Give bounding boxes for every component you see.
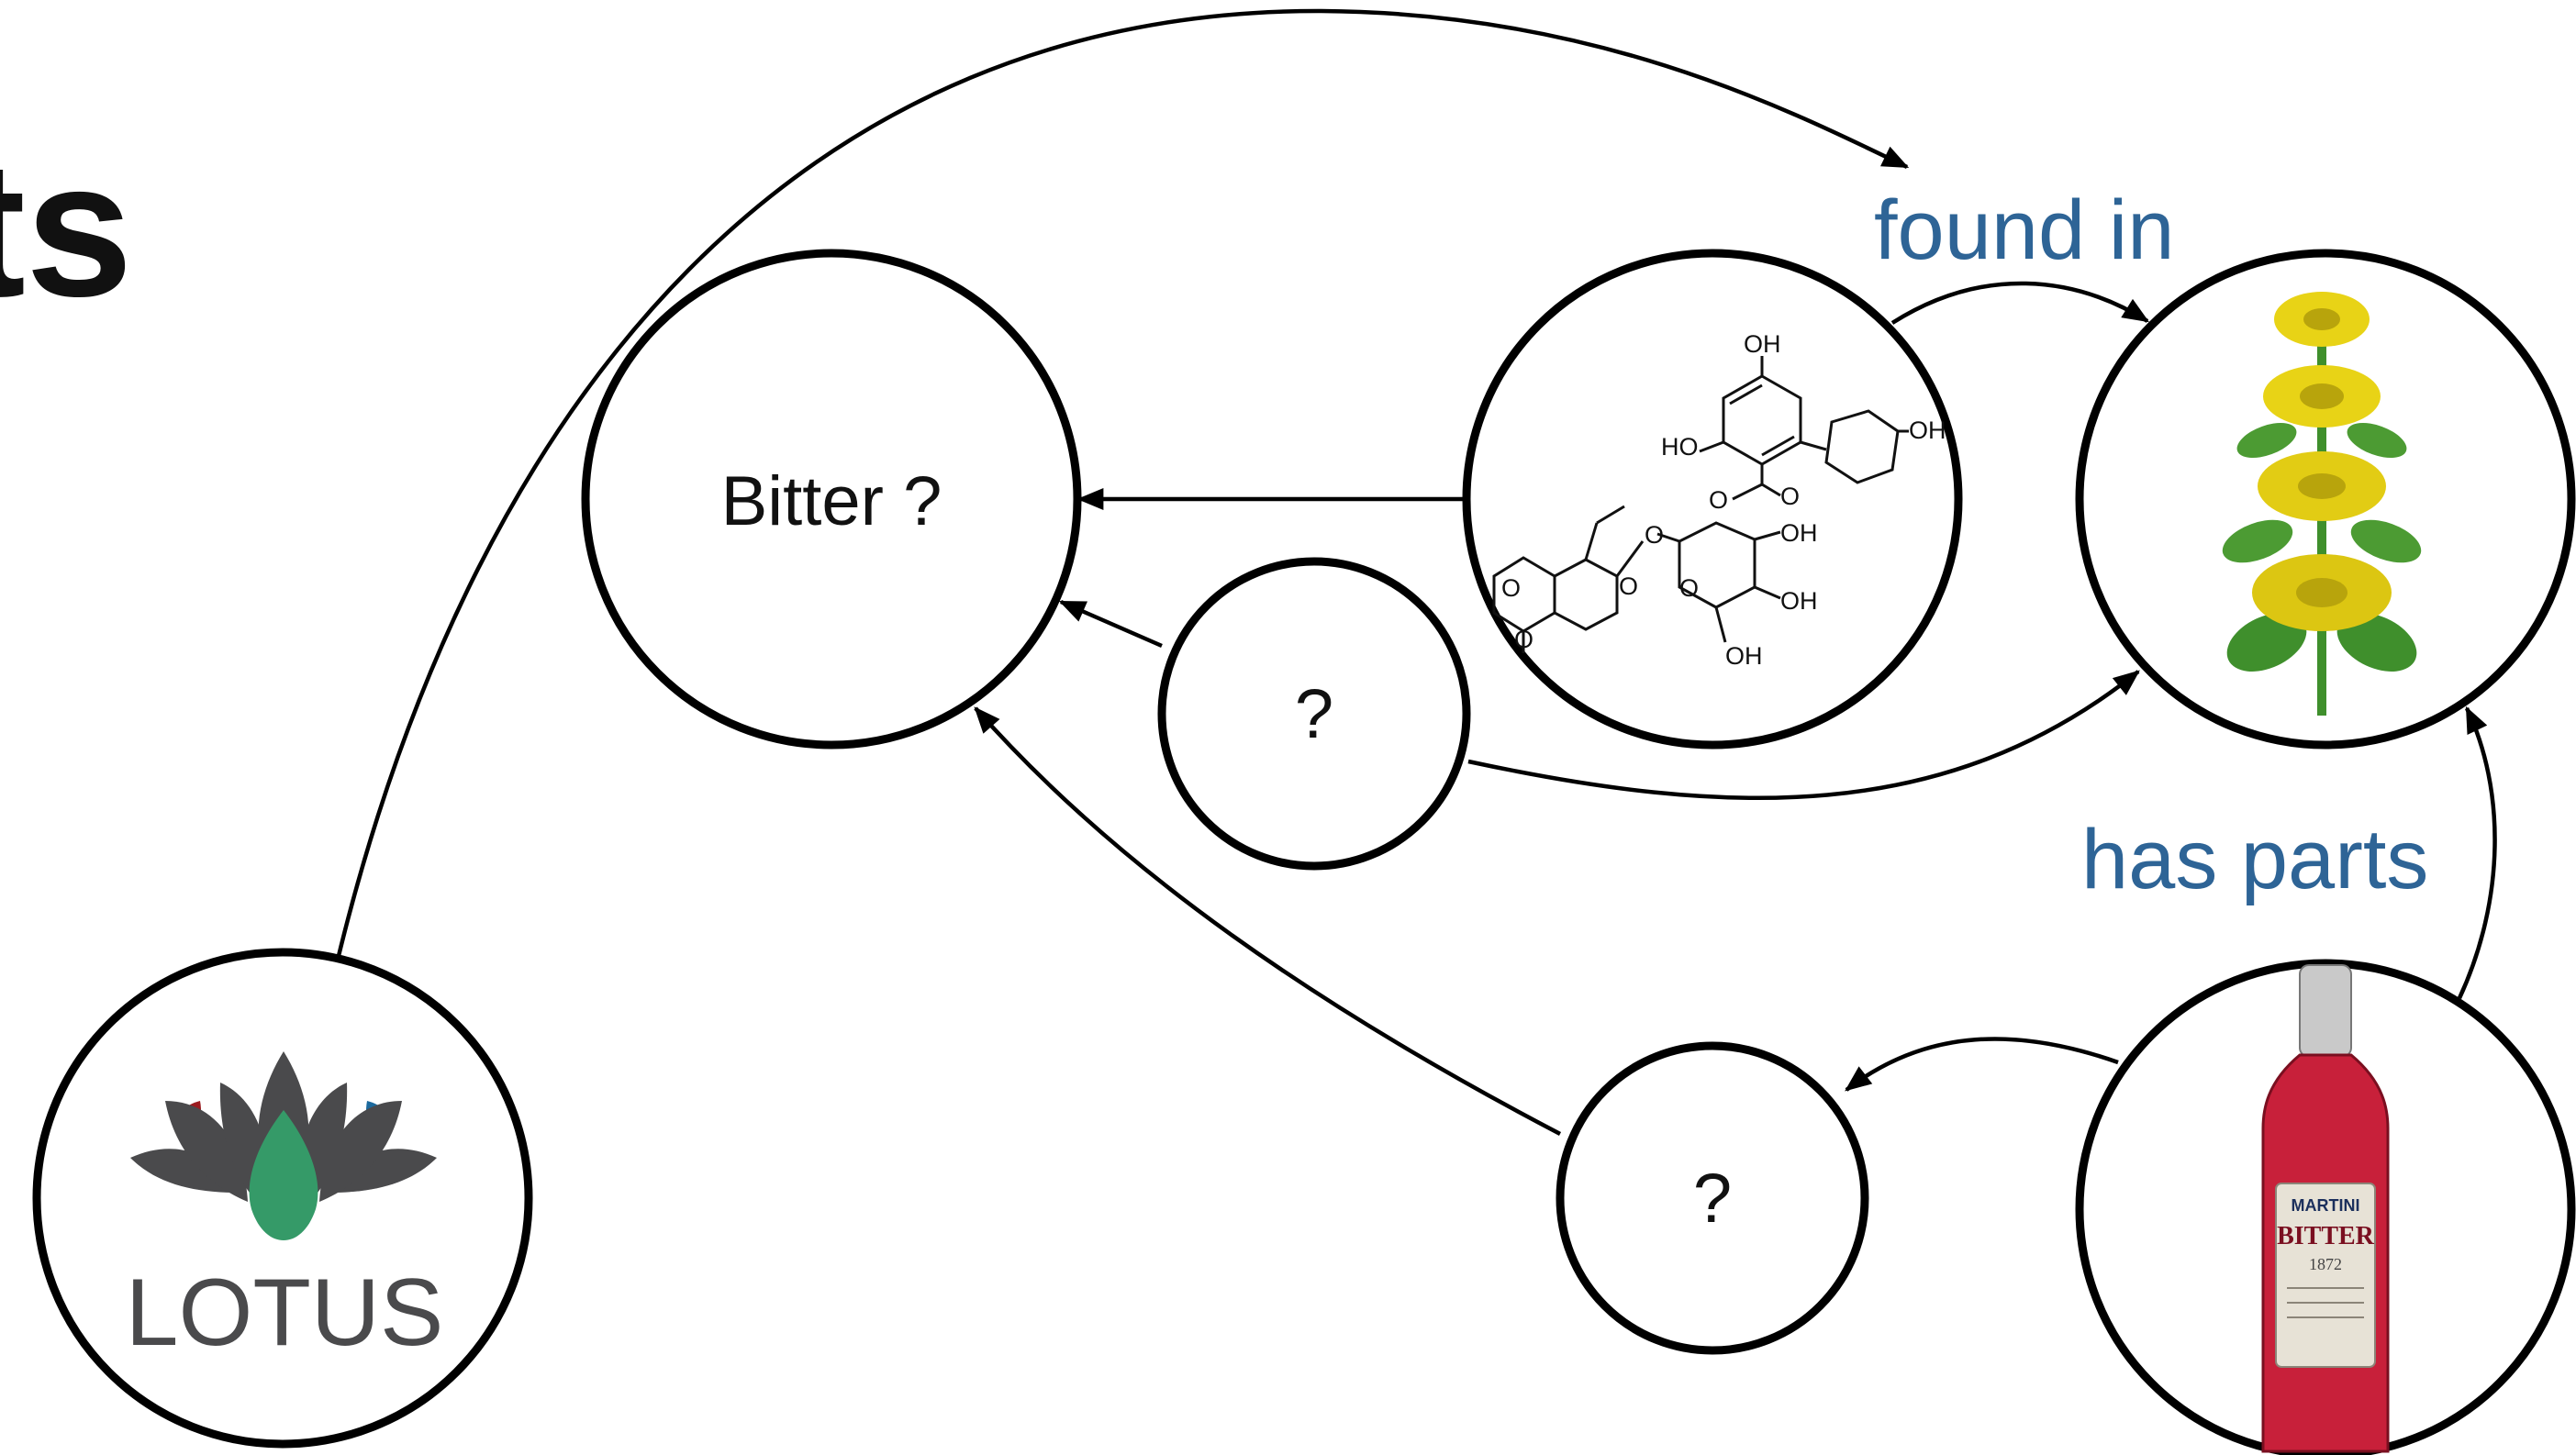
node-plant xyxy=(2075,249,2576,750)
node-compound: OH HO OH O O O O OH OH OH O O O xyxy=(1462,249,1963,750)
node-bitter-label: Bitter ? xyxy=(721,462,942,540)
chem-label: O xyxy=(1501,574,1521,602)
bottle-label-year: 1872 xyxy=(2309,1255,2342,1273)
edge-compound-to-plant xyxy=(1890,281,2150,325)
chem-label: HO xyxy=(1661,433,1699,461)
edge-lotus-to-found-in xyxy=(335,8,1910,961)
edge-bottle-to-plant xyxy=(2457,705,2497,999)
edge-label-found-in: found in xyxy=(1874,183,2174,277)
node-unknown-lower: ? xyxy=(1556,1041,1869,1355)
chem-label: OH xyxy=(1725,642,1763,670)
edge-label-has-parts: has parts xyxy=(2081,813,2428,906)
chem-label: OH xyxy=(1780,587,1818,615)
lotus-logo-text: LOTUS xyxy=(126,1260,444,1366)
node-lotus: LOTUS xyxy=(32,948,533,1449)
chem-label: O xyxy=(1679,574,1699,602)
martini-bitter-bottle-image: MARTINI BITTER 1872 xyxy=(2261,964,2390,1453)
edge-unknown-upper-to-bitter xyxy=(1058,599,1163,649)
lotus-logo-icon xyxy=(130,1051,437,1240)
chem-label: OH xyxy=(1744,330,1781,358)
node-unknown-upper-label: ? xyxy=(1295,675,1333,753)
chem-label: OH xyxy=(1909,417,1946,444)
chem-label: O xyxy=(1780,483,1800,510)
edge-bottle-to-unknown-lower xyxy=(1845,1037,2119,1092)
node-bottle: MARTINI BITTER 1872 xyxy=(2075,959,2576,1455)
bottle-label-name: BITTER xyxy=(2277,1222,2375,1250)
node-bitter: Bitter ? xyxy=(581,249,1082,750)
chemical-structure-image: OH HO OH O O O O OH OH OH O O O xyxy=(1492,330,1946,670)
chem-label: O xyxy=(1709,486,1728,514)
bottle-label-brand: MARTINI xyxy=(2292,1196,2360,1215)
edge-unknown-upper-to-plant xyxy=(1467,670,2140,800)
chem-label: O xyxy=(1514,626,1533,653)
gentian-plant-image xyxy=(2222,292,2422,716)
chem-label: O xyxy=(1645,521,1664,549)
edge-unknown-lower-to-bitter xyxy=(974,706,1562,1136)
chem-label: OH xyxy=(1780,519,1818,547)
chem-label: O xyxy=(1619,572,1638,600)
node-unknown-lower-label: ? xyxy=(1693,1160,1732,1238)
slide-title-fragment: ts xyxy=(0,121,133,337)
node-unknown-upper: ? xyxy=(1157,557,1471,871)
